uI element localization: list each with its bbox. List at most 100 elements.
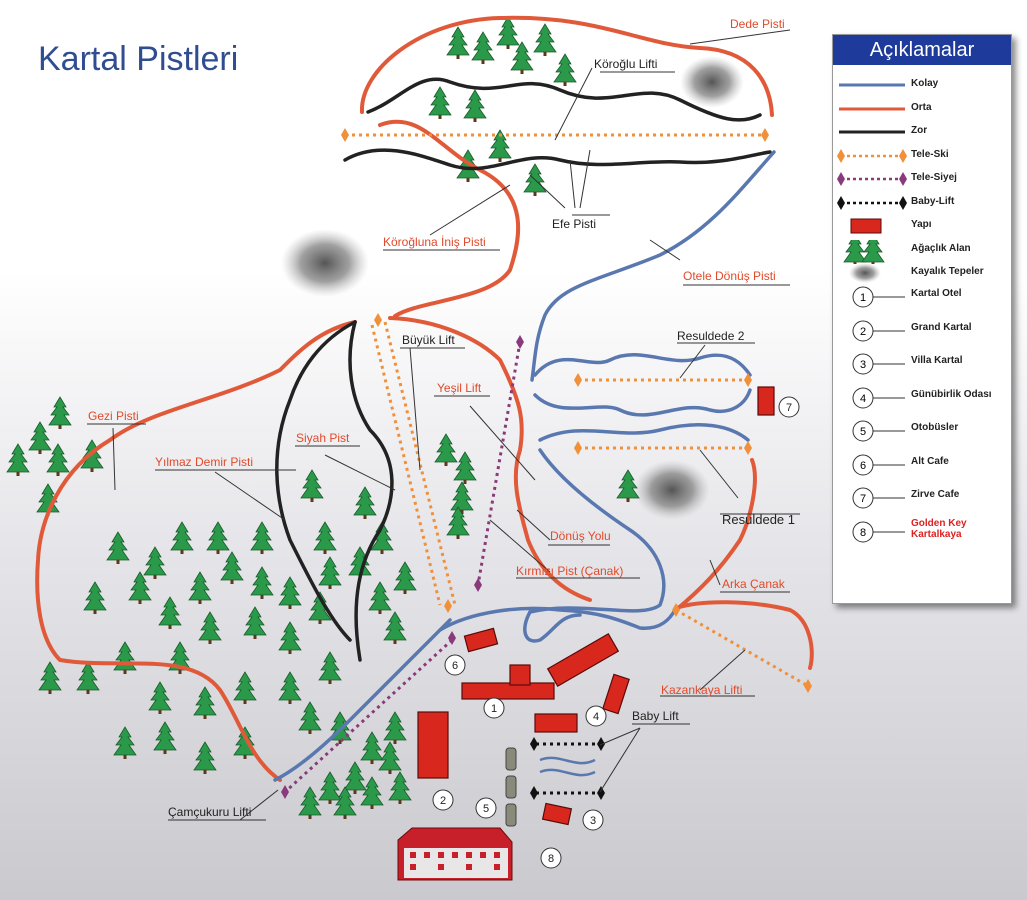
marker-1[interactable]: 1 <box>483 697 505 719</box>
tree-icon <box>143 546 167 580</box>
building-1c <box>546 633 620 687</box>
legend-label: Zirve Cafe <box>911 489 960 500</box>
marker-6[interactable]: 6 <box>444 654 466 676</box>
lift-endpoint-icon <box>761 128 769 142</box>
legend-label: Günübirlik Odası <box>911 388 992 400</box>
marker-8[interactable]: 8 <box>540 847 562 869</box>
baby-lifts <box>536 742 600 795</box>
tree-icon <box>333 786 357 820</box>
blue-pistes <box>273 150 776 782</box>
tree-icon <box>843 239 885 264</box>
tree-icon <box>463 89 487 123</box>
tree-icon <box>170 521 194 555</box>
resuldede2-path-1 <box>533 353 752 377</box>
tree-icon <box>510 41 534 75</box>
legend-label: Yapı <box>911 219 932 230</box>
marker-2[interactable]: 2 <box>432 789 454 811</box>
lift-endpoint-icon <box>341 128 349 142</box>
lift-endpoint-icon <box>530 737 538 751</box>
tree-icon <box>113 641 137 675</box>
otele-donus-path <box>530 150 776 382</box>
marker-number: 8 <box>548 853 554 865</box>
yesil-lift-line <box>476 341 522 586</box>
number-callout-icon: 8 <box>852 521 905 542</box>
tree-icon <box>533 23 557 57</box>
lift-endpoint-icon <box>281 785 289 799</box>
baby-piste-2 <box>539 768 596 777</box>
buses <box>505 747 517 827</box>
tree-icon <box>434 433 458 467</box>
legend-label: Kayalık Tepeler <box>911 266 984 277</box>
legend-item: Ağaçlık Alan <box>833 239 1011 264</box>
marker-number: 6 <box>452 660 458 672</box>
teleski-line <box>837 148 907 163</box>
number-callout-icon: 1 <box>852 286 905 308</box>
rock-hill-1 <box>680 56 744 108</box>
number-callout-icon: 3 <box>852 353 905 375</box>
rock-icon <box>849 263 881 283</box>
legend-item: 4 Günübirlik Odası <box>833 386 1011 408</box>
lift-endpoint-icon <box>574 373 582 387</box>
svg-text:8: 8 <box>860 527 866 539</box>
tree-icon <box>353 486 377 520</box>
label-koroglu-inis-pisti: Köroğluna İniş Pisti <box>383 235 486 249</box>
label-dede-pisti: Dede Pisti <box>730 17 785 31</box>
lift-endpoint-icon <box>672 603 680 617</box>
tree-icon <box>76 661 100 695</box>
label-donus-yolu: Dönüş Yolu <box>550 529 611 543</box>
lift-endpoint-icon <box>574 441 582 455</box>
label-baby-lift: Baby Lift <box>632 709 679 723</box>
marker-4[interactable]: 4 <box>585 705 607 727</box>
lift-endpoint-icon <box>374 313 382 327</box>
label-kirmizi-pist: Kırmızı Pist (Çanak) <box>516 564 623 578</box>
marker-3[interactable]: 3 <box>582 809 604 831</box>
marker-7[interactable]: 7 <box>778 396 800 418</box>
marker-number: 5 <box>483 803 489 815</box>
tree-icon <box>318 771 342 805</box>
legend-item: Yapı <box>833 216 1011 236</box>
lift-endpoint-icon <box>597 786 605 800</box>
gezi-pisti-path <box>35 320 357 782</box>
building-3 <box>541 802 573 826</box>
legend-item: Kolay <box>833 75 1011 95</box>
tree-icon <box>446 26 470 60</box>
svg-text:5: 5 <box>860 426 866 438</box>
legend-item: Baby-Lift <box>833 193 1011 213</box>
lift-endpoint-icon <box>474 578 482 592</box>
lower-blue-path <box>438 606 678 632</box>
label-efe-pisti: Efe Pisti <box>552 217 596 231</box>
label-kazankaya-lifti: Kazankaya Lifti <box>661 683 742 697</box>
camcukuru-blue-path <box>273 618 452 782</box>
tree-icon <box>128 571 152 605</box>
legend-label: Zor <box>911 125 928 136</box>
tree-icon <box>318 556 342 590</box>
tree-icon <box>48 396 72 430</box>
svg-text:4: 4 <box>860 393 866 405</box>
building-1a <box>461 682 555 700</box>
numbered-markers: 1 2 3 4 5 6 7 8 <box>432 396 800 869</box>
label-resuldede-1: Resuldede 1 <box>722 512 795 527</box>
rock-hill-3 <box>634 460 710 520</box>
label-camcukuru-lifti: Çamçukuru Lifti <box>168 805 251 819</box>
map-labels: Dede Pisti Köroğlu Lifti Efe Pisti Köroğ… <box>88 17 795 819</box>
svg-text:3: 3 <box>860 359 866 371</box>
lift-endpoints <box>281 128 812 800</box>
legend-label: Tele-Siyej <box>911 172 957 183</box>
dede-pisti-path <box>359 15 774 117</box>
legend-label: Otobüsler <box>911 422 959 433</box>
efe-pisti-path-1 <box>366 77 762 122</box>
tree-icon <box>158 596 182 630</box>
tree-icon <box>243 606 267 640</box>
resuldede1-path-1 <box>538 423 750 442</box>
marker-5[interactable]: 5 <box>475 797 497 819</box>
tree-icon <box>343 761 367 795</box>
label-arka-canak: Arka Çanak <box>722 577 786 591</box>
legend-label: Orta <box>911 101 932 113</box>
